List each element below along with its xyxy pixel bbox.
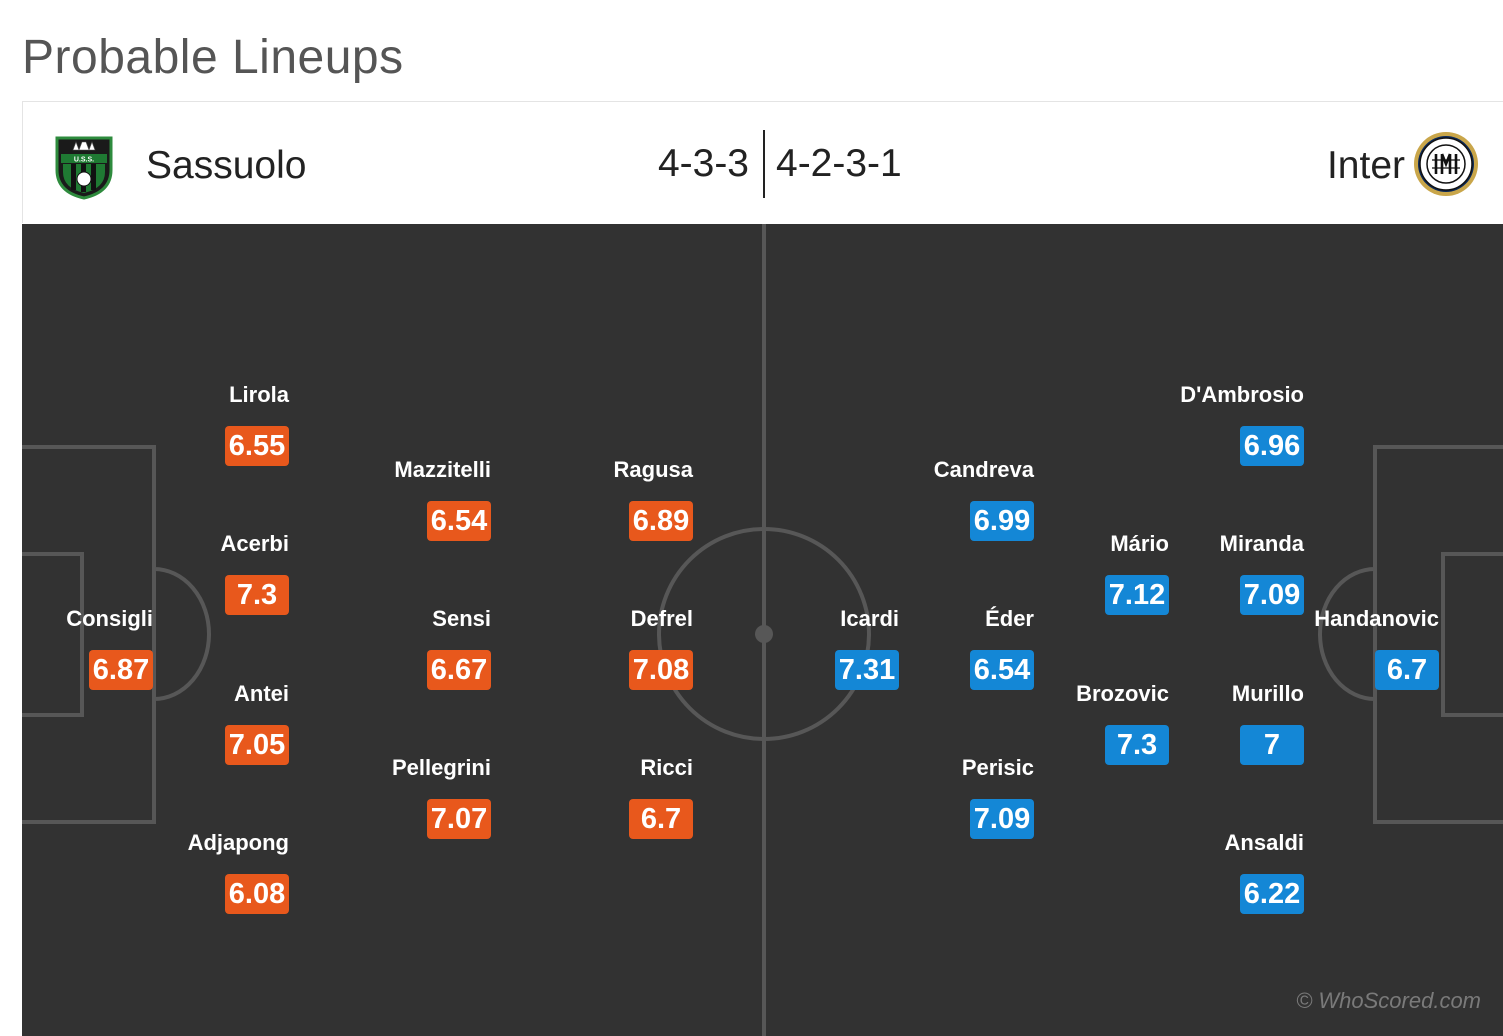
player-name: Candreva (933, 457, 1034, 482)
home-team-name[interactable]: Sassuolo (146, 144, 307, 187)
player-name: Pellegrini (391, 755, 491, 780)
rating-badge: 7.3 (225, 575, 289, 615)
rating-badge: 6.87 (89, 650, 153, 690)
rating-badge: 7.12 (1105, 575, 1169, 615)
player-name: D'Ambrosio (1180, 382, 1304, 407)
formation-divider (763, 130, 765, 198)
rating-badge: 6.55 (225, 426, 289, 466)
player-name: Lirola (229, 382, 289, 407)
rating-badge: 7.08 (629, 650, 693, 690)
rating-badge: 6.54 (427, 501, 491, 541)
player-name: Handanovic (1314, 606, 1439, 631)
player-name: Murillo (1231, 681, 1304, 706)
rating-badge: 6.7 (1375, 650, 1439, 690)
rating-badge: 7.05 (225, 725, 289, 765)
rating-badge: 7.31 (835, 650, 899, 690)
crest-label: U.S.S. (74, 157, 94, 164)
player-name: Éder (985, 606, 1034, 631)
rating-badge: 6.22 (1240, 874, 1304, 914)
player-name: Consigli (66, 606, 153, 631)
rating-badge: 7.07 (427, 799, 491, 839)
player-name: Antei (234, 681, 289, 706)
rating-badge: 7 (1240, 725, 1304, 765)
pitch: Consigli 6.87 Lirola 6.55 Acerbi 7.3 Ant… (22, 224, 1503, 1036)
rating-badge: 7.3 (1105, 725, 1169, 765)
rating-badge: 6.96 (1240, 426, 1304, 466)
match-header: U.S.S. Sassuolo 4-3-3 4-2-3-1 Inter (22, 101, 1503, 223)
rating-badge: 7.09 (1240, 575, 1304, 615)
page-title: Probable Lineups (22, 31, 404, 84)
inter-crest-icon[interactable] (1412, 130, 1480, 198)
player-name: Miranda (1219, 531, 1304, 556)
player-name: Defrel (630, 606, 693, 631)
pitch-markings (22, 224, 1503, 1036)
watermark: © WhoScored.com (1296, 988, 1481, 1013)
player-name: Acerbi (220, 531, 289, 556)
player-name: Sensi (432, 606, 491, 631)
rating-badge: 6.99 (970, 501, 1034, 541)
player-name: Icardi (840, 606, 899, 631)
player-name: Perisic (961, 755, 1034, 780)
player-name: Ragusa (613, 457, 693, 482)
away-formation: 4-2-3-1 (776, 142, 902, 185)
rating-badge: 6.08 (225, 874, 289, 914)
rating-badge: 6.54 (970, 650, 1034, 690)
player-name: Ansaldi (1224, 830, 1304, 855)
rating-badge: 6.67 (427, 650, 491, 690)
player-name: Adjapong (187, 830, 289, 855)
rating-badge: 6.7 (629, 799, 693, 839)
player-name: Mazzitelli (394, 457, 491, 482)
player-name: Brozovic (1076, 681, 1169, 706)
player-name: Ricci (640, 755, 693, 780)
home-formation: 4-3-3 (657, 142, 749, 185)
away-team-name[interactable]: Inter (1326, 144, 1405, 187)
rating-badge: 7.09 (970, 799, 1034, 839)
player-name: Mário (1110, 531, 1169, 556)
sassuolo-crest-icon[interactable]: U.S.S. (51, 130, 117, 200)
rating-badge: 6.89 (629, 501, 693, 541)
